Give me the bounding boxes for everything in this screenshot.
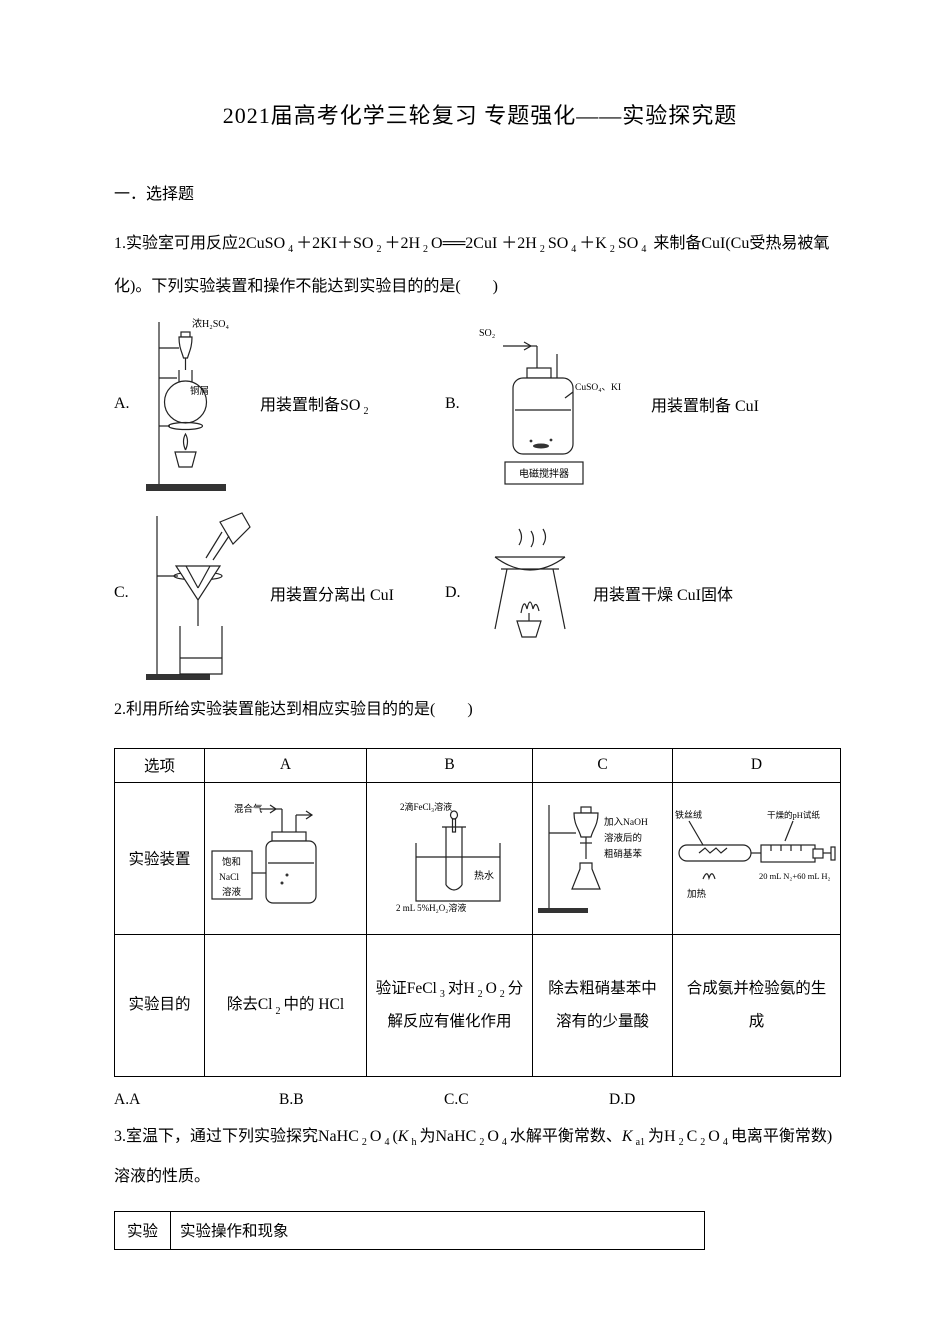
header-option-column: 选项 — [114, 747, 205, 783]
device-cell-d: 铁丝绒 干燥的pH试纸 20 mL N₂+60 mL H₂ 加热 — [672, 781, 841, 935]
question-3-table: 实验 实验操作和现象 — [114, 1210, 705, 1250]
option-d-description: 用装置干燥 CuI固体 — [593, 587, 734, 605]
gas-washing-bottle-diagram: 混合气 饱和 NaCl 溶液 — [210, 803, 317, 904]
table-device-row: 实验装置 — [114, 781, 841, 935]
washing-bottle-drawing — [210, 804, 317, 904]
document-content: 2021届高考化学三轮复习 专题强化——实验探究题 一．选择题 1.实验室可用反… — [114, 103, 846, 1250]
header-option-c: C — [532, 747, 673, 783]
test-tube-beaker-drawing — [414, 809, 501, 902]
device-cell-b: 2滴FeCl₃溶液 热水 2 mL 5%H₂O₂溶液 — [366, 781, 533, 935]
header-option-d: D — [672, 747, 841, 783]
label-iron-wool: 铁丝绒 — [675, 809, 702, 820]
purpose-cell-d: 合成氨并检验氨的生成 — [672, 933, 841, 1077]
label-nacl: NaCl — [219, 873, 239, 883]
table-header-row: 选项 A B C D — [114, 747, 841, 783]
label-so2-gas: SO₂ — [479, 328, 495, 339]
label-naoh-added-2: 溶液后的 — [604, 832, 642, 844]
device-cell-c: 加入NaOH 溶液后的 粗硝基苯 — [532, 781, 673, 935]
label-dry-ph-paper: 干燥的pH试纸 — [767, 810, 820, 820]
answer-choice-d: D.D — [609, 1090, 636, 1108]
evaporating-dish-drawing — [494, 529, 566, 638]
option-row-cd: C. — [114, 502, 846, 684]
label-magnetic-stirrer: 电磁搅拌器 — [519, 467, 569, 480]
question-1-options: A. — [114, 314, 846, 684]
h2o2-catalysis-diagram: 2滴FeCl₃溶液 热水 2 mL 5%H₂O₂溶液 — [396, 801, 501, 913]
option-a-label: A. — [114, 395, 130, 413]
option-b-description: 用装置制备 CuI — [651, 398, 760, 416]
label-cuso4-ki-solution: CuSO₄、KI — [575, 383, 621, 393]
evaporating-dish-heating-diagram — [494, 529, 566, 638]
question-2-answer-choices: A.A B.B C.C D.D — [114, 1091, 846, 1109]
q3-header-operation: 实验操作和现象 — [170, 1210, 705, 1250]
label-concentrated-h2so4: 浓H₂SO₄ — [192, 318, 229, 330]
label-fecl3-drops: 2滴FeCl₃溶液 — [400, 801, 452, 812]
option-d-label: D. — [445, 584, 461, 602]
label-heating: 加热 — [687, 888, 707, 900]
answer-choice-a: A.A — [114, 1090, 141, 1108]
header-option-b: B — [366, 747, 533, 783]
option-c-label: C. — [114, 584, 129, 602]
label-h2o2-solution: 2 mL 5%H₂O₂溶液 — [396, 902, 466, 913]
option-row-ab: A. — [114, 314, 846, 494]
filtration-apparatus-diagram — [146, 512, 251, 681]
document-title: 2021届高考化学三轮复习 专题强化——实验探究题 — [222, 103, 738, 128]
device-cell-a: 混合气 饱和 NaCl 溶液 — [204, 781, 367, 935]
label-hot-water: 热水 — [474, 869, 494, 882]
option-c: C. — [114, 502, 445, 684]
option-a: A. — [114, 314, 445, 494]
row-label-device: 实验装置 — [114, 781, 205, 935]
filter-funnel-beaker-drawing — [146, 512, 251, 681]
purpose-cell-c: 除去粗硝基苯中溶有的少量酸 — [532, 933, 673, 1077]
so2-generator-apparatus-diagram: 浓H₂SO₄ 铜屑 — [146, 318, 229, 492]
q3-header-experiment: 实验 — [114, 1210, 171, 1250]
label-crude-nitrobenzene: 粗硝基苯 — [604, 848, 643, 860]
question-2-table: 选项 A B C D 实验装置 — [114, 747, 841, 1077]
question-2-stem: 2.利用所给实验装置能达到相应实验目的的是( ) — [114, 701, 473, 719]
option-b-label: B. — [445, 395, 460, 413]
option-c-description: 用装置分离出 CuI — [270, 587, 395, 605]
label-gas-mixture: 20 mL N₂+60 mL H₂ — [759, 871, 831, 881]
answer-choice-b: B.B — [279, 1090, 304, 1108]
header-option-a: A — [204, 747, 367, 783]
label-saturated: 饱和 — [222, 856, 241, 868]
cui-preparation-bottle-diagram: SO₂ CuSO₄、KI 电磁搅拌器 — [479, 328, 621, 485]
label-copper-scraps: 铜屑 — [190, 385, 209, 397]
iron-stand-flask-lamp-drawing — [146, 322, 226, 492]
label-naoh-added-1: 加入NaOH — [604, 817, 648, 828]
tube-syringe-drawing — [678, 820, 836, 880]
section-heading: 一．选择题 — [114, 186, 195, 203]
label-solution: 溶液 — [222, 886, 242, 898]
reaction-bottle-drawing — [503, 341, 584, 485]
ammonia-synthesis-diagram: 铁丝绒 干燥的pH试纸 20 mL N₂+60 mL H₂ 加热 — [675, 809, 836, 900]
option-d: D. 用装置干燥 — [445, 523, 733, 663]
q3-table-header-row: 实验 实验操作和现象 — [114, 1210, 705, 1250]
label-mixed-gas: 混合气 — [234, 803, 263, 815]
separating-funnel-diagram: 加入NaOH 溶液后的 粗硝基苯 — [537, 804, 648, 913]
row-label-purpose: 实验目的 — [114, 933, 205, 1077]
separating-funnel-drawing — [537, 804, 601, 913]
answer-choice-c: C.C — [444, 1090, 469, 1108]
option-b: B. — [445, 322, 759, 487]
